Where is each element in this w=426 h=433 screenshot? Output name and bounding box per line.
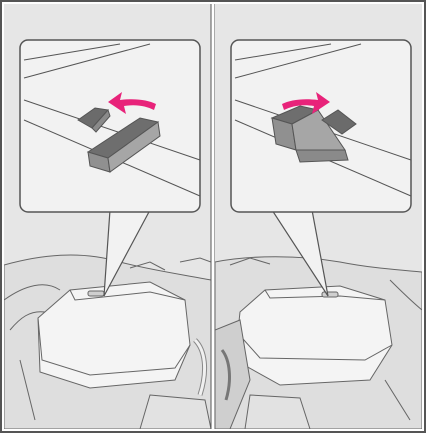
right-panel bbox=[215, 4, 422, 429]
right-engine-bay bbox=[215, 257, 422, 429]
panel-divider bbox=[211, 4, 215, 429]
left-panel bbox=[4, 4, 211, 429]
left-callout-box bbox=[20, 40, 200, 212]
